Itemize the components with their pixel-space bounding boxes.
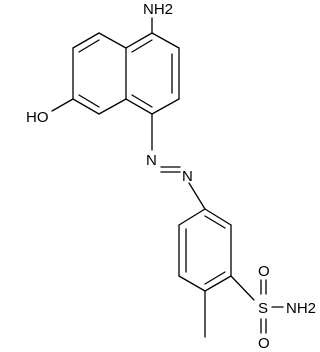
bond-to-hydroxyl [51, 98, 74, 112]
bond [178, 208, 206, 226]
bond [151, 32, 180, 49]
sulfonyl-oxygen-top-label: O [258, 263, 270, 280]
bond [204, 208, 232, 226]
bond [72, 32, 100, 49]
azo-nitrogen-2-label: N [182, 168, 193, 185]
sulfonamide-label: NH2 [286, 300, 316, 317]
bond-inner [78, 39, 100, 53]
bond [125, 98, 153, 115]
bond-inner [131, 39, 153, 53]
bond-azo-to-ring [188, 182, 206, 210]
bond [98, 32, 127, 49]
bond [125, 32, 153, 49]
atom-labels: NH2 HO N N S O O NH2 [26, 1, 316, 352]
bond [178, 275, 206, 292]
bond-ring-to-sulfur [230, 275, 255, 301]
azo-nitrogen-1-label: N [146, 152, 157, 169]
hydroxyl-label: HO [26, 109, 49, 126]
sulfur-label: S [258, 300, 268, 317]
sulfonyl-oxygen-bottom-label: O [258, 335, 270, 352]
bond-inner [131, 94, 153, 108]
bond [204, 275, 232, 292]
bond [72, 98, 100, 115]
bond [98, 98, 127, 115]
bond-inner [204, 215, 226, 229]
bond-lines [51, 17, 284, 338]
amine-label: NH2 [143, 1, 173, 18]
bond [151, 98, 180, 115]
bond-inner [78, 94, 100, 108]
bond-inner [204, 271, 226, 285]
